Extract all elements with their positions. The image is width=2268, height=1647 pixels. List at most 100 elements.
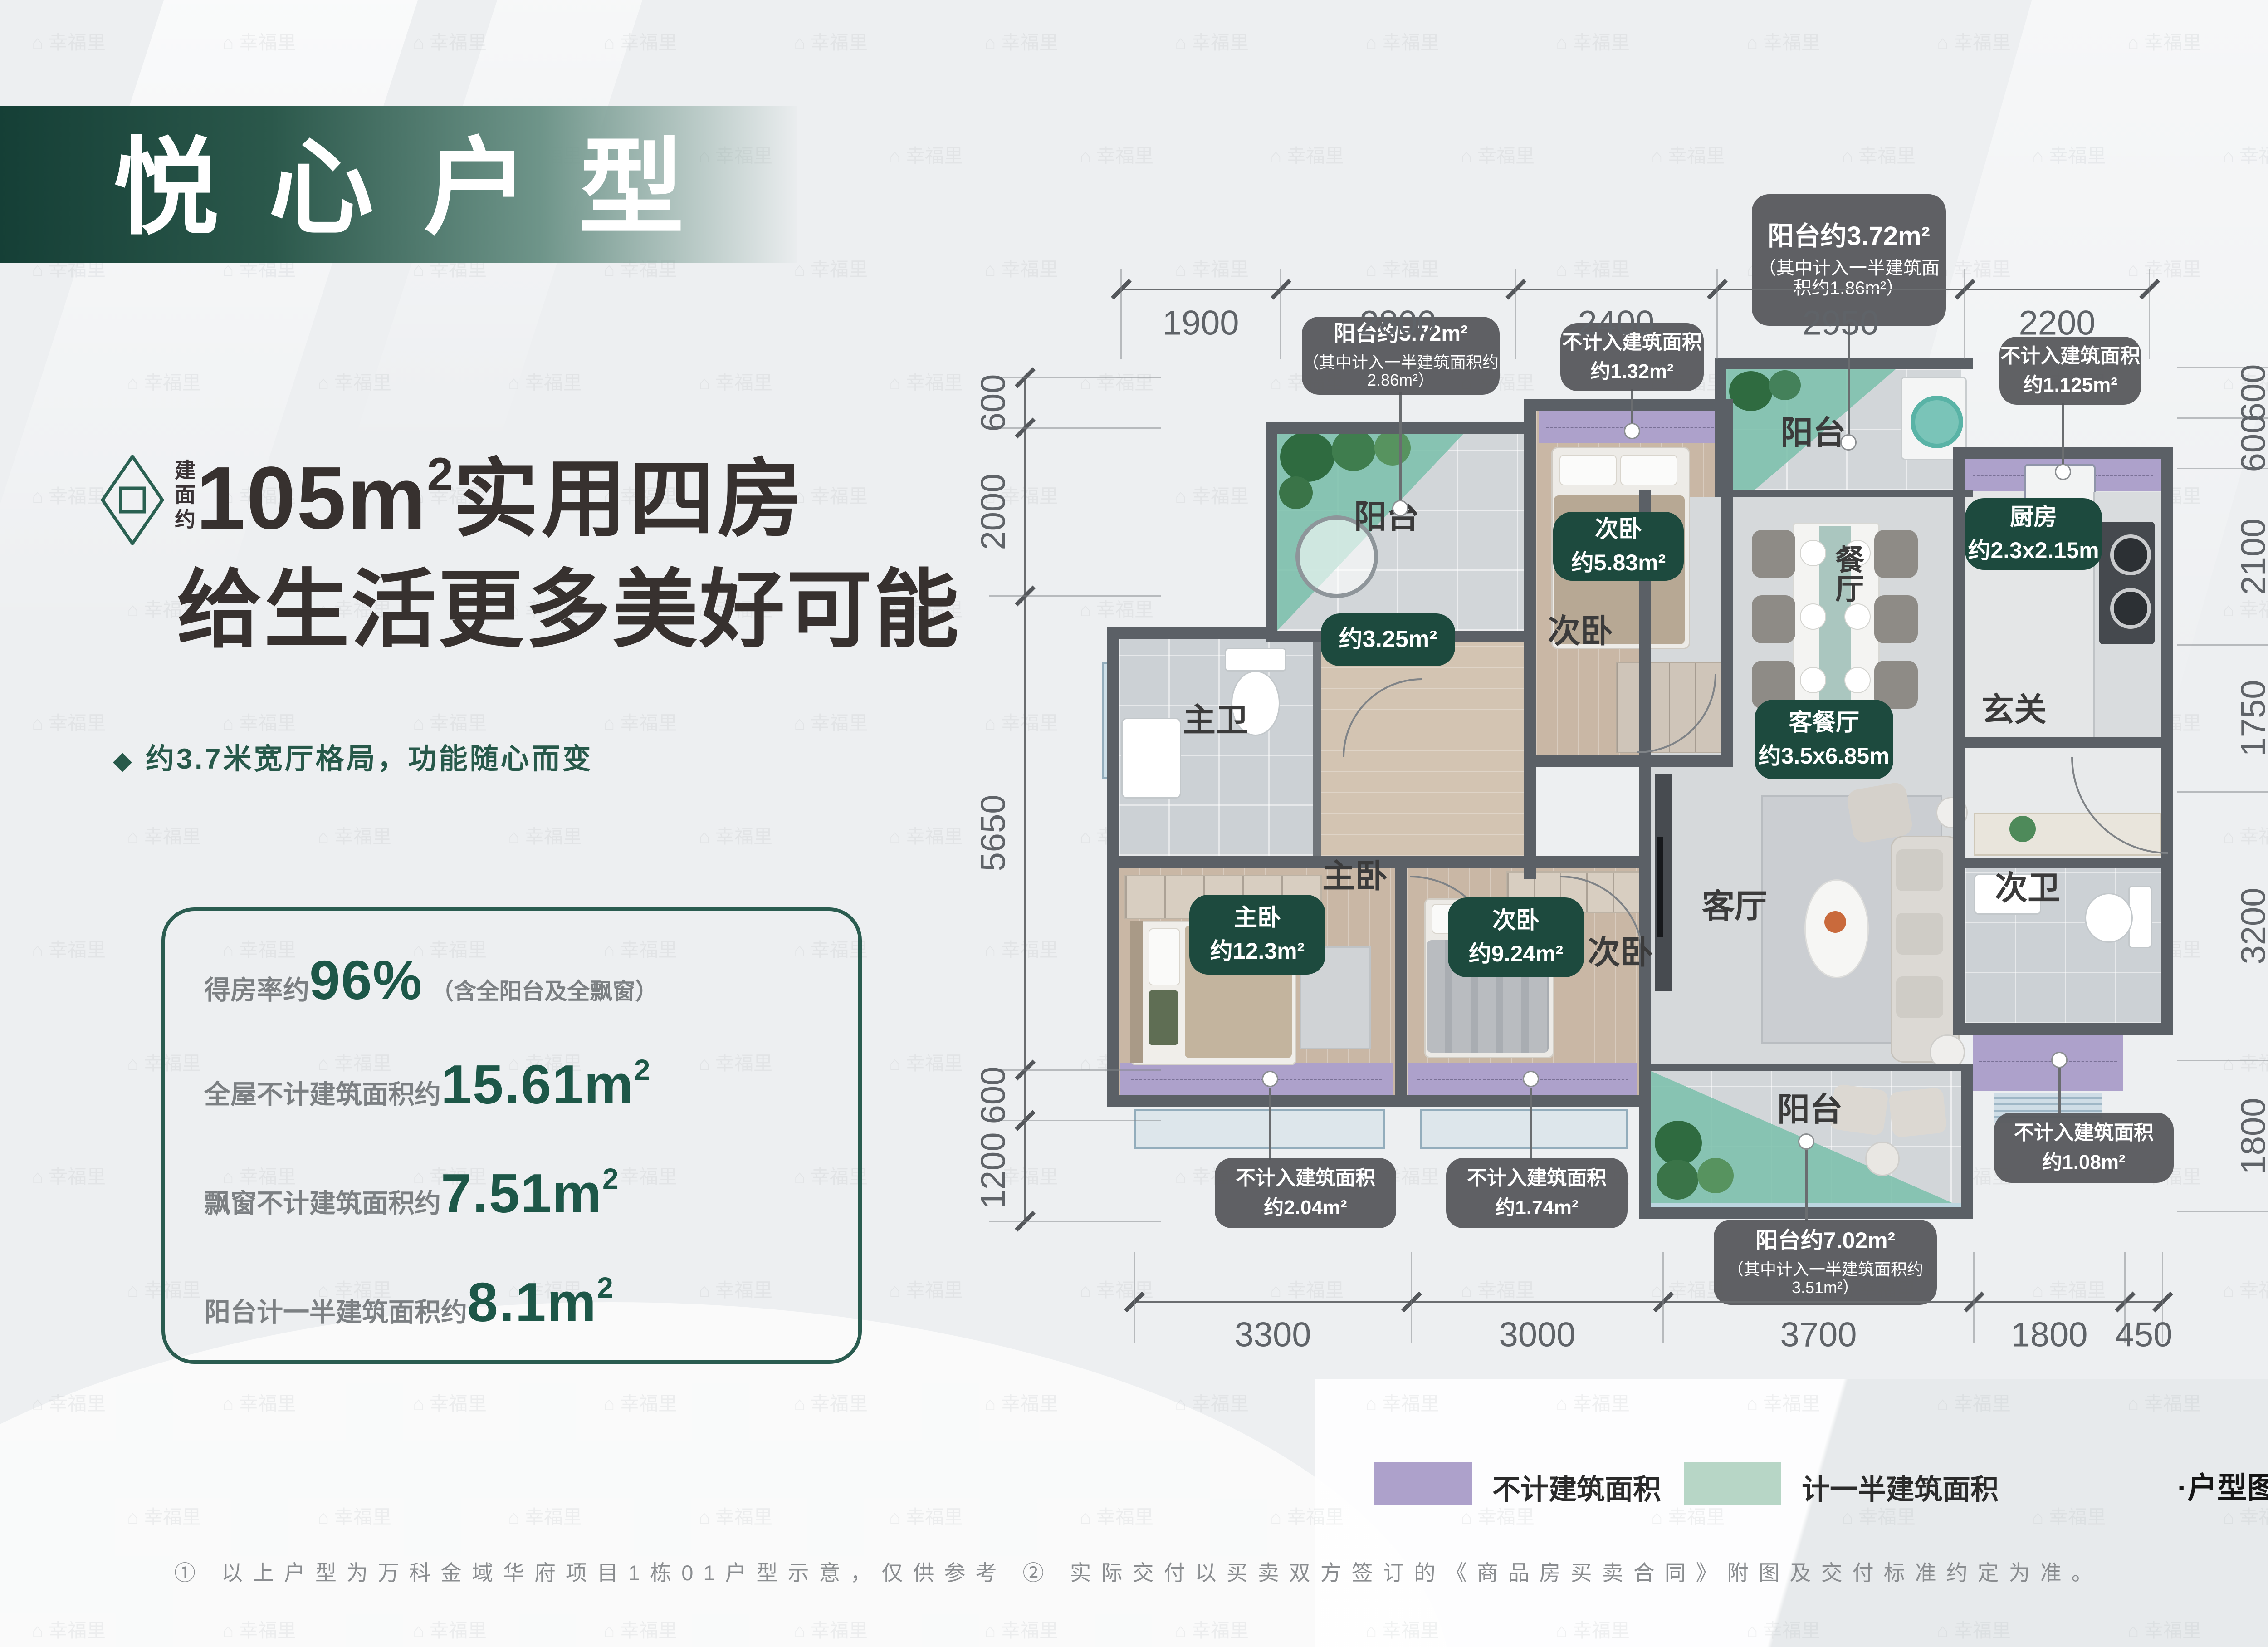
headline-vertical-prefix: 建面约 bbox=[172, 459, 196, 533]
lounge-chair bbox=[1888, 1087, 1947, 1138]
pillow bbox=[1149, 928, 1180, 985]
wall bbox=[1715, 358, 1726, 497]
dining-chair bbox=[1874, 595, 1918, 643]
watermark-text: ⌂ 幸福里 bbox=[508, 599, 582, 620]
watermark-text: ⌂ 幸福里 bbox=[984, 32, 1059, 53]
dining-chair bbox=[1752, 530, 1795, 578]
wall bbox=[1715, 358, 1973, 369]
watermark-text: ⌂ 幸福里 bbox=[794, 1166, 868, 1187]
watermark-text: ⌂ 幸福里 bbox=[413, 712, 487, 734]
watermark-text: ⌂ 幸福里 bbox=[889, 599, 963, 620]
patio-table bbox=[1865, 1142, 1900, 1176]
watermark-text: ⌂ 幸福里 bbox=[1365, 1393, 1440, 1414]
callout-line: 阳台约5.72m² bbox=[1333, 322, 1468, 346]
watermark-text: ⌂ 幸福里 bbox=[699, 599, 773, 620]
leader-dot bbox=[1262, 1071, 1278, 1087]
stat-label: 飘窗不计建筑面积约 bbox=[204, 1189, 441, 1218]
callout-line: 次卧 bbox=[1492, 907, 1540, 934]
bg-diagonal bbox=[1315, 1379, 2268, 1647]
watermark-text: ⌂ 幸福里 bbox=[222, 939, 297, 961]
wall-partition bbox=[1313, 642, 1321, 856]
plate bbox=[1800, 603, 1826, 630]
watermark-text: ⌂ 幸福里 bbox=[32, 712, 106, 734]
leader-line bbox=[1399, 392, 1402, 509]
watermark-text: ⌂ 幸福里 bbox=[2127, 1393, 2202, 1414]
dim-value: 3000 bbox=[1499, 1315, 1576, 1354]
burner bbox=[2110, 588, 2151, 629]
dim-ext bbox=[2149, 269, 2150, 359]
callout-bedroom-a: 次卧 约5.83m² bbox=[1553, 512, 1684, 581]
callout-line: 不计入建筑面积 bbox=[2014, 1122, 2154, 1144]
watermark-text: ⌂ 幸福里 bbox=[984, 1166, 1059, 1187]
watermark-text: ⌂ 幸福里 bbox=[1746, 1393, 1821, 1414]
watermark-text: ⌂ 幸福里 bbox=[2032, 145, 2107, 167]
dim-ext bbox=[989, 1120, 1161, 1121]
dim-ext bbox=[2177, 644, 2268, 646]
dim-ext bbox=[2162, 1252, 2163, 1343]
dim-ext bbox=[1120, 269, 1122, 359]
plate bbox=[1844, 540, 1871, 566]
dim-value: 600 bbox=[974, 374, 1013, 432]
watermark-text: ⌂ 幸福里 bbox=[318, 1506, 392, 1528]
watermark-text: ⌂ 幸福里 bbox=[222, 1166, 297, 1187]
stat-row-1: 得房率约 96% （含全阳台及全飘窗） bbox=[204, 948, 658, 1012]
stat-value-sup: 2 bbox=[597, 1271, 613, 1304]
dim-value: 1200 bbox=[974, 1132, 1013, 1209]
plate bbox=[1844, 603, 1871, 630]
watermark-text: ⌂ 幸福里 bbox=[984, 939, 1059, 961]
dim-value: 450 bbox=[2115, 1315, 2173, 1354]
dim-value: 2800 bbox=[1359, 304, 1437, 343]
dim-line-left bbox=[1024, 377, 1026, 1221]
watermark-text: ⌂ 幸福里 bbox=[794, 1620, 868, 1641]
watermark-text: ⌂ 幸福里 bbox=[1175, 1620, 1249, 1641]
watermark-text: ⌂ 幸福里 bbox=[127, 372, 201, 393]
watermark-text: ⌂ 幸福里 bbox=[794, 32, 868, 53]
headboard bbox=[1130, 921, 1143, 1063]
room-label-master-bedroom: 主卧 bbox=[1322, 858, 1388, 895]
washer-drum bbox=[1911, 396, 1963, 448]
plant bbox=[1655, 1121, 1702, 1165]
dim-ext bbox=[1280, 269, 1281, 359]
wall bbox=[1266, 422, 1277, 642]
plant bbox=[1769, 370, 1801, 400]
watermark-text: ⌂ 幸福里 bbox=[1365, 32, 1440, 53]
pillow bbox=[1559, 455, 1617, 485]
callout-balcony-702: 阳台约7.02m² （其中计入一半建筑面积约3.51m²） bbox=[1714, 1220, 1937, 1305]
plant bbox=[1697, 1158, 1734, 1193]
watermark-text: ⌂ 幸福里 bbox=[1080, 1506, 1154, 1528]
dim-ext bbox=[2177, 417, 2268, 419]
watermark-text: ⌂ 幸福里 bbox=[32, 939, 106, 961]
watermark-text: ⌂ 幸福里 bbox=[1746, 32, 1821, 53]
callout-line: 客餐厅 bbox=[1788, 710, 1859, 736]
watermark-text: ⌂ 幸福里 bbox=[222, 485, 297, 507]
legend-label: 计一半建筑面积 bbox=[1802, 1474, 1999, 1505]
stat-label: 阳台计一半建筑面积约 bbox=[204, 1298, 468, 1327]
stat-value: 8.1m bbox=[467, 1271, 597, 1333]
watermark-text: ⌂ 幸福里 bbox=[603, 485, 678, 507]
wall bbox=[1953, 858, 2173, 868]
tv bbox=[1657, 837, 1663, 937]
leader-dot bbox=[2051, 1052, 2068, 1068]
bay-window bbox=[1134, 1109, 1385, 1149]
watermark-text: ⌂ 幸福里 bbox=[1556, 259, 1630, 280]
watermark-text: ⌂ 幸福里 bbox=[222, 1620, 297, 1641]
watermark-text: ⌂ 幸福里 bbox=[1461, 1279, 1535, 1301]
callout-line: 约9.24m² bbox=[1468, 941, 1564, 967]
wall bbox=[1395, 856, 1407, 1107]
legend-label: 不计建筑面积 bbox=[1492, 1474, 1662, 1505]
leader-dot bbox=[1523, 1071, 1539, 1087]
watermark-text: ⌂ 幸福里 bbox=[2223, 1053, 2268, 1074]
callout-corridor-area: 约3.25m² bbox=[1321, 613, 1455, 666]
plate bbox=[1800, 540, 1826, 566]
callout-line: 主卧 bbox=[1233, 905, 1281, 931]
wall bbox=[1639, 1064, 1973, 1071]
headline-line2: 给生活更多美好可能 bbox=[177, 562, 961, 657]
watermark-text: ⌂ 幸福里 bbox=[603, 1620, 678, 1641]
callout-nc-204: 不计入建筑面积 约2.04m² bbox=[1215, 1158, 1396, 1228]
page-title: 悦心户型 bbox=[113, 131, 734, 248]
leader-line bbox=[1530, 1088, 1532, 1160]
plant bbox=[1279, 476, 1313, 509]
watermark-text: ⌂ 幸福里 bbox=[413, 485, 487, 507]
leader-line bbox=[1631, 389, 1633, 431]
